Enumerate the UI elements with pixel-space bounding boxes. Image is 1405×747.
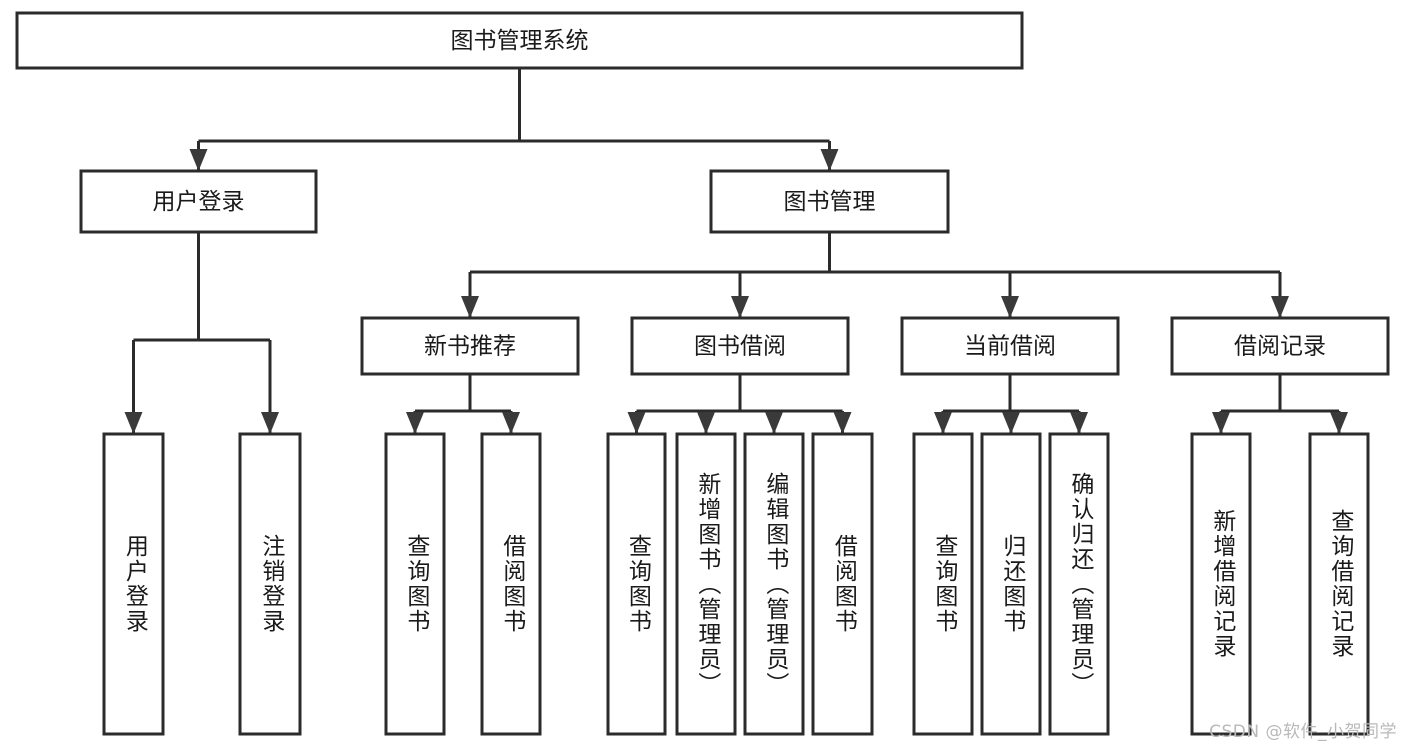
node-current-borrow-label: 当前借阅 [964,334,1056,360]
connector-layer [124,68,1348,434]
arrow-head-icon-leaf-return-book [1002,412,1020,434]
node-leaf-user-logout[interactable] [238,432,302,736]
arrow-head-icon-leaf-add-book-admin [697,412,715,434]
arrow-head-icon-leaf-borrow-book-1 [502,412,520,434]
node-leaf-query-borrow-record[interactable] [1308,432,1370,736]
arrow-head-icon-leaf-query-borrow-record [1330,412,1348,434]
node-leaf-borrow-book-2[interactable] [811,432,874,736]
watermark: CSDN @软件_小贺同学 [1209,722,1397,742]
node-user-login[interactable] [79,169,318,234]
arrow-head-icon-leaf-query-book-2 [627,412,646,434]
arrow-head-icon-leaf-borrow-book-2 [833,412,852,434]
arrow-head-icon-leaf-edit-book-admin [765,412,783,434]
node-new-book-recommend-label: 新书推荐 [424,334,516,360]
arrow-head-icon-leaf-query-book-3 [934,412,952,434]
arrow-head-icon-leaf-confirm-return-admin [1070,412,1088,434]
node-leaf-add-borrow-record[interactable] [1190,432,1252,736]
node-leaf-user-login[interactable] [102,432,165,736]
node-book-borrow-label: 图书借阅 [694,334,786,360]
node-leaf-borrow-book-1[interactable] [480,432,542,736]
arrow-head-icon-level3-0 [461,296,479,318]
arrow-head-icon-leaf-user-logout [261,412,279,434]
arrow-head-icon-leaf-add-borrow-record [1212,412,1230,434]
node-layer [15,11,1390,736]
node-leaf-query-book-2[interactable] [606,432,667,736]
node-borrow-record[interactable] [1170,316,1390,376]
node-book-borrow[interactable] [630,316,850,376]
arrow-head-icon-leaf-user-login [124,412,143,434]
node-new-book-recommend[interactable] [360,316,580,376]
arrow-head-icon-level2-0 [189,149,208,171]
node-root-label: 图书管理系统 [451,28,589,54]
node-leaf-return-book[interactable] [980,432,1042,736]
node-leaf-edit-book-admin[interactable] [743,432,805,736]
node-borrow-record-label: 借阅记录 [1234,334,1326,360]
node-leaf-confirm-return-admin[interactable] [1048,432,1110,736]
node-leaf-query-book-3[interactable] [912,432,974,736]
arrow-head-icon-level2-1 [820,149,839,171]
arrow-head-icon-level3-3 [1271,296,1289,318]
arrow-head-icon-level3-2 [1001,296,1019,318]
arrow-head-icon-level3-1 [731,296,749,318]
node-user-login-label: 用户登录 [153,189,245,215]
node-root[interactable] [15,11,1024,70]
node-leaf-add-book-admin[interactable] [675,432,737,736]
node-leaf-query-book-1[interactable] [384,432,446,736]
node-current-borrow[interactable] [900,316,1120,376]
node-book-manage-label: 图书管理 [784,189,876,215]
node-book-manage[interactable] [709,169,950,234]
arrow-head-icon-leaf-query-book-1 [406,412,424,434]
